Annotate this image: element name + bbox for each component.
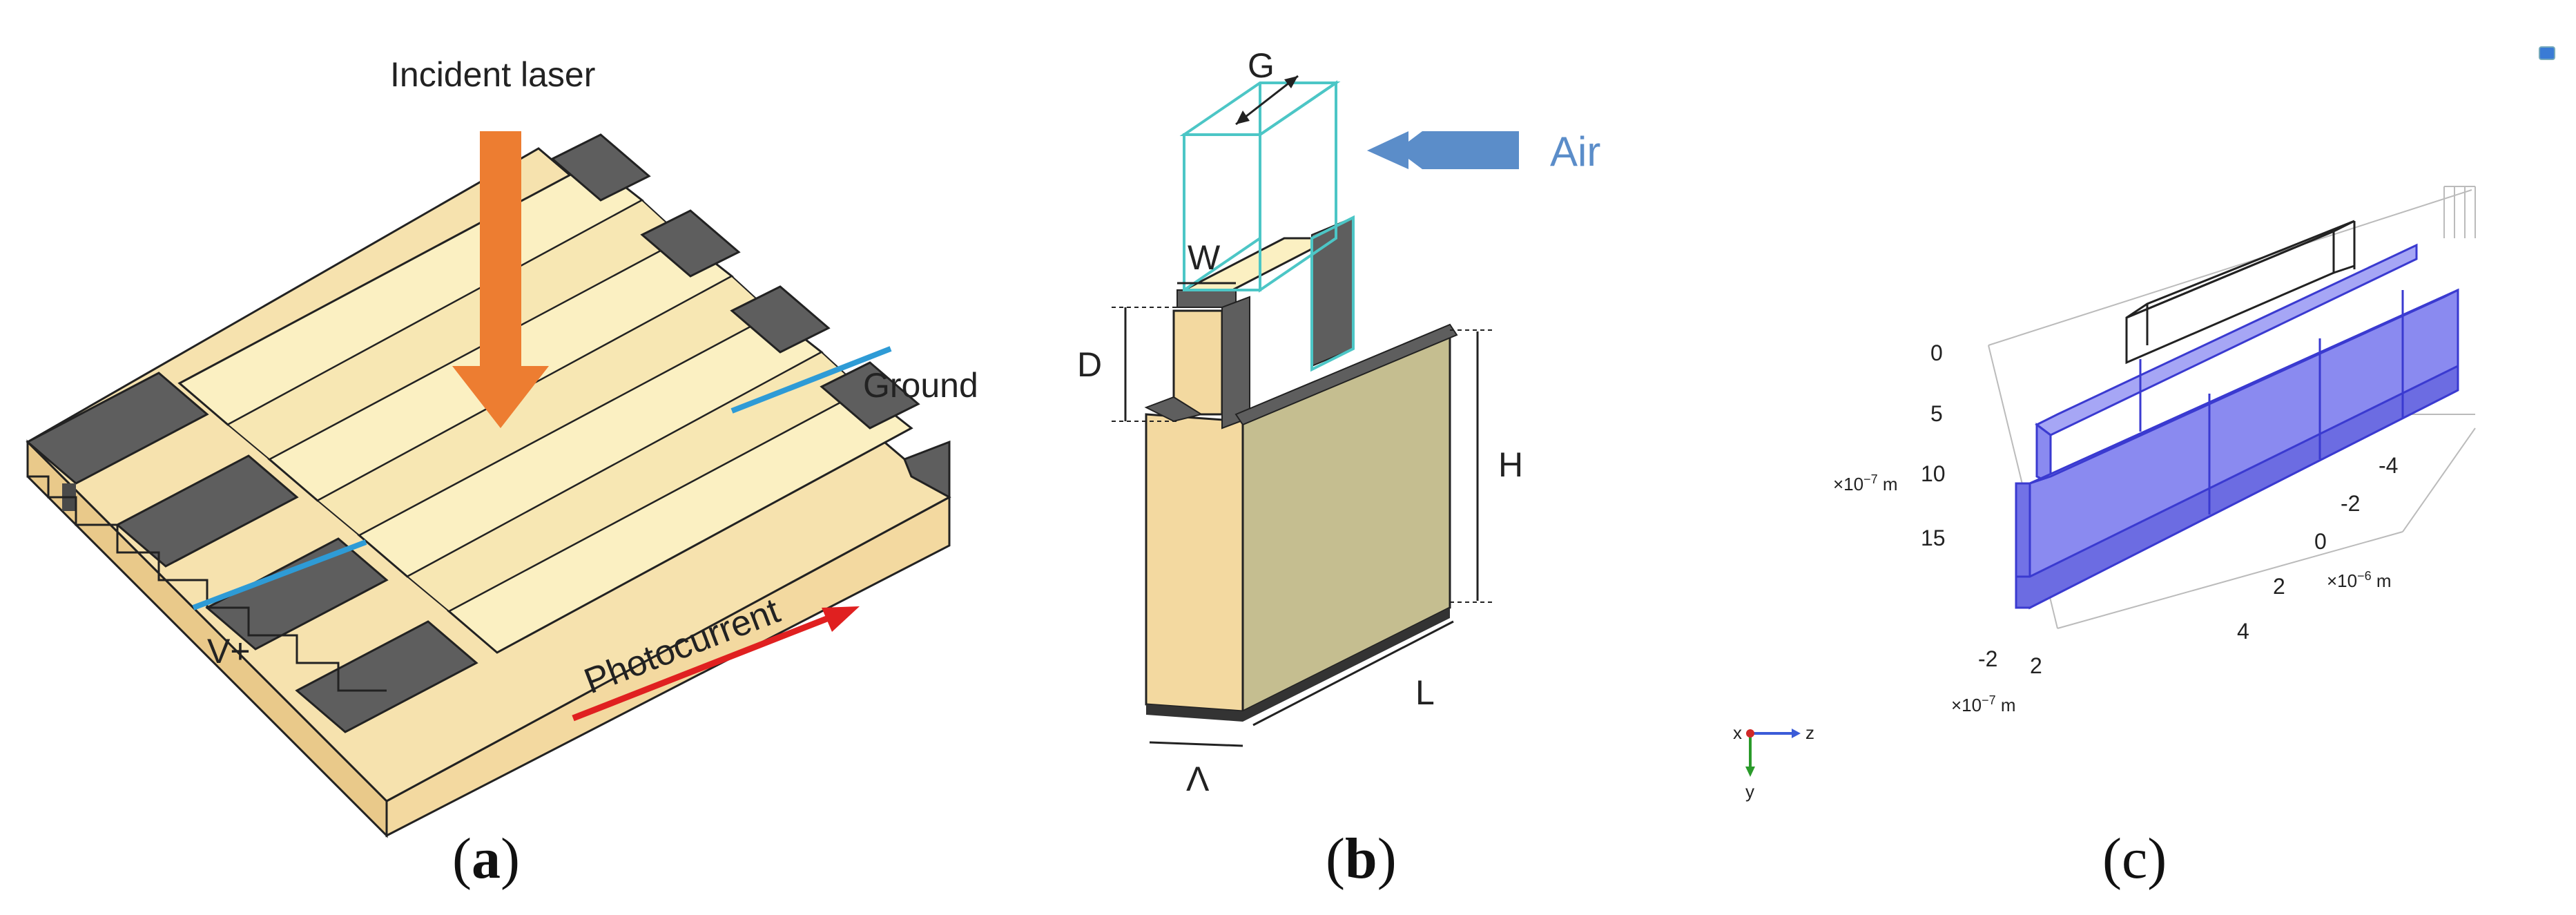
caption-b: (b) (1326, 825, 1397, 892)
comsol-corner-icon (2539, 46, 2555, 60)
lambda-label: Λ (1186, 760, 1210, 798)
z-axis-ticks: -4 -2 0 2 4 (2237, 453, 2398, 644)
triad-z-arrowhead (1792, 729, 1801, 738)
x-axis-unit: ×10−7 m (1951, 693, 2016, 715)
panel-a: Incident laser Ground V+ Photocurrent (a… (0, 0, 1036, 915)
triad-z-label: z (1805, 722, 1814, 743)
g-arrow-head-2 (1284, 76, 1298, 88)
air-arrow-tip (1367, 131, 1408, 169)
triad-y-arrowhead (1745, 767, 1755, 777)
panel-a-illustration: Incident laser Ground V+ Photocurrent (26, 55, 978, 838)
g-arrow-head-1 (1236, 110, 1250, 124)
panel-c-illustration: 0 5 10 15 ×10−7 m -4 -2 0 2 4 ×10−6 m -2… (1733, 46, 2555, 802)
y-axis-unit-base: ×10 (1833, 474, 1863, 494)
z-tick-label-4: 4 (2237, 619, 2249, 644)
metal-shoulder-left (1144, 396, 1203, 423)
triad-x-axis (1746, 729, 1754, 738)
electrode-block-right-3 (730, 285, 831, 354)
y-axis-unit-exp: −7 (1863, 472, 1878, 486)
lambda-dimension (1149, 741, 1243, 747)
y-tick-label-0: 0 (1930, 340, 1943, 365)
ground-wire (730, 346, 892, 414)
y-axis-ticks: 0 5 10 15 (1921, 340, 1946, 550)
z-axis-unit: ×10−6 m (2327, 569, 2392, 591)
base-side-face (1241, 329, 1451, 713)
z-tick-label-3: 2 (2273, 574, 2285, 599)
z-axis-unit-suffix: m (2372, 570, 2392, 591)
z-tick-label-0: -4 (2379, 453, 2398, 478)
electrode-block-right-5 (903, 440, 951, 499)
ridge-front (1172, 309, 1223, 416)
z-axis-unit-exp: −6 (2357, 569, 2372, 583)
electrode-block-right-1 (550, 133, 651, 202)
x-axis-unit-suffix: m (1996, 695, 2016, 715)
caption-b-close: ) (1377, 827, 1397, 891)
w-label: W (1188, 238, 1221, 277)
air-box-wireframe (2125, 220, 2356, 365)
panel-b: G Air W D H L Λ (b) (1036, 0, 1726, 915)
caption-b-open: ( (1326, 827, 1345, 891)
block-top-lower (2029, 289, 2459, 485)
triad-x-label: x (1733, 722, 1742, 743)
y-axis-unit: ×10−7 m (1833, 472, 1898, 494)
v-plus-wire (192, 539, 367, 610)
y-tick-label-3: 15 (1921, 526, 1946, 550)
h-label: H (1498, 445, 1523, 484)
triad-y-label: y (1745, 781, 1754, 802)
caption-a-open: ( (452, 827, 472, 891)
air-arrow (1367, 131, 1519, 169)
incident-laser-arrow (452, 131, 549, 428)
y-axis-unit-suffix: m (1878, 474, 1898, 494)
x-axis-ticks: -2 2 (1978, 646, 2042, 678)
block-base-strip (2015, 364, 2459, 609)
base-front-face (1145, 413, 1244, 713)
z-axis-unit-base: ×10 (2327, 570, 2357, 591)
x-axis-unit-base: ×10 (1951, 695, 1982, 715)
x-axis-unit-exp: −7 (1982, 693, 1996, 707)
x-tick-label-1: 2 (2030, 653, 2042, 678)
y-tick-label-1: 5 (1930, 401, 1943, 426)
l-label: L (1415, 673, 1435, 712)
photocurrent-arrow-shaft (572, 615, 830, 722)
y-tick-label-2: 10 (1921, 461, 1946, 486)
photocurrent-arrowhead (822, 606, 860, 632)
left-step-profile (26, 442, 387, 692)
z-tick-label-1: -2 (2341, 491, 2360, 516)
metal-ridge-side (1221, 296, 1250, 430)
l-dimension (1252, 620, 1454, 726)
d-label: D (1077, 345, 1102, 384)
electrode-block-right-4 (820, 361, 920, 430)
z-tick-label-2: 0 (2314, 529, 2327, 554)
caption-c: (c) (2102, 827, 2167, 891)
axis-triad: x z y (1733, 722, 1814, 802)
panel-b-illustration: G Air W D H L Λ (1077, 46, 1600, 798)
electrode-block-left-1 (26, 372, 209, 485)
air-box (1179, 80, 1355, 372)
g-label: G (1248, 46, 1275, 85)
caption-a: (a) (452, 825, 520, 892)
structure-block (2015, 243, 2459, 610)
electrode-block-left-3 (205, 537, 389, 651)
electrode-block-right-2 (640, 209, 741, 278)
v-plus-label: V+ (207, 632, 251, 671)
caption-a-letter: a (471, 827, 501, 891)
x-tick-label-0: -2 (1978, 646, 1997, 671)
electrode-block-left-4 (295, 620, 478, 733)
metal-shoulder-right (1234, 323, 1458, 426)
base-bottom-rim (1146, 608, 1450, 722)
caption-b-letter: b (1344, 827, 1377, 891)
ground-label: Ground (863, 366, 978, 405)
air-label: Air (1550, 128, 1600, 175)
panel-c: 0 5 10 15 ×10−7 m -4 -2 0 2 4 ×10−6 m -2… (1726, 0, 2576, 915)
caption-a-close: ) (500, 827, 520, 891)
incident-laser-label: Incident laser (390, 55, 595, 94)
